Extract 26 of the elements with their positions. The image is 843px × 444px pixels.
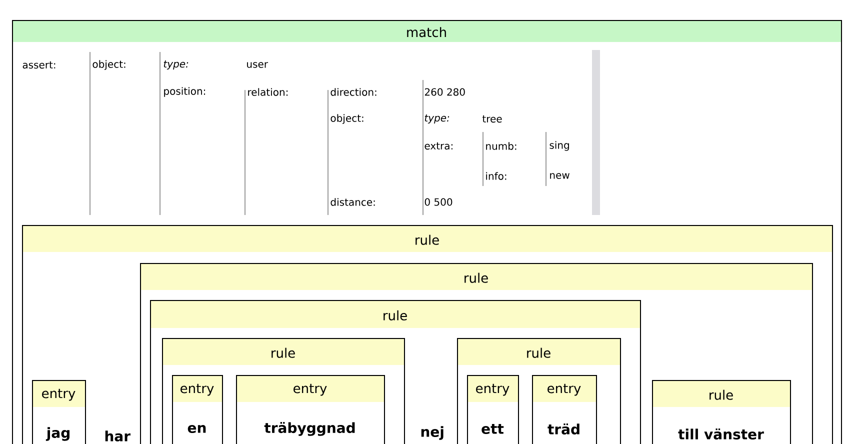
feature-label: 0 500 bbox=[424, 198, 452, 206]
feature-label: position: bbox=[164, 87, 206, 97]
feature-label: type: bbox=[164, 60, 188, 70]
feature-label: type: bbox=[424, 114, 450, 124]
word: har bbox=[105, 430, 130, 442]
feature-label: object: bbox=[330, 114, 364, 124]
feature-label: 260 280 bbox=[424, 88, 465, 96]
feature-label: assert: bbox=[22, 61, 56, 69]
feature-label: direction: bbox=[330, 88, 376, 96]
feature-label: sing bbox=[550, 141, 569, 151]
feature-label: numb: bbox=[486, 142, 516, 150]
entry-box: entry träd bbox=[532, 375, 597, 444]
feature-label: distance: bbox=[330, 198, 375, 206]
feature-label: user bbox=[247, 62, 268, 68]
entry-box: entry jag bbox=[32, 380, 86, 444]
feature-label: object: bbox=[92, 60, 126, 70]
rule-box: rule till vänster bbox=[652, 380, 791, 444]
feature-label: relation: bbox=[248, 88, 288, 96]
feature-label: tree bbox=[482, 115, 502, 123]
feature-label: new bbox=[550, 173, 570, 179]
feature-label: info: bbox=[486, 172, 506, 180]
word: nej bbox=[421, 426, 444, 440]
entry-box: entry en bbox=[172, 375, 223, 444]
entry-box: entry träbyggnad bbox=[236, 375, 385, 444]
entry-box: entry ett bbox=[467, 375, 519, 444]
feature-label: extra: bbox=[424, 142, 452, 150]
